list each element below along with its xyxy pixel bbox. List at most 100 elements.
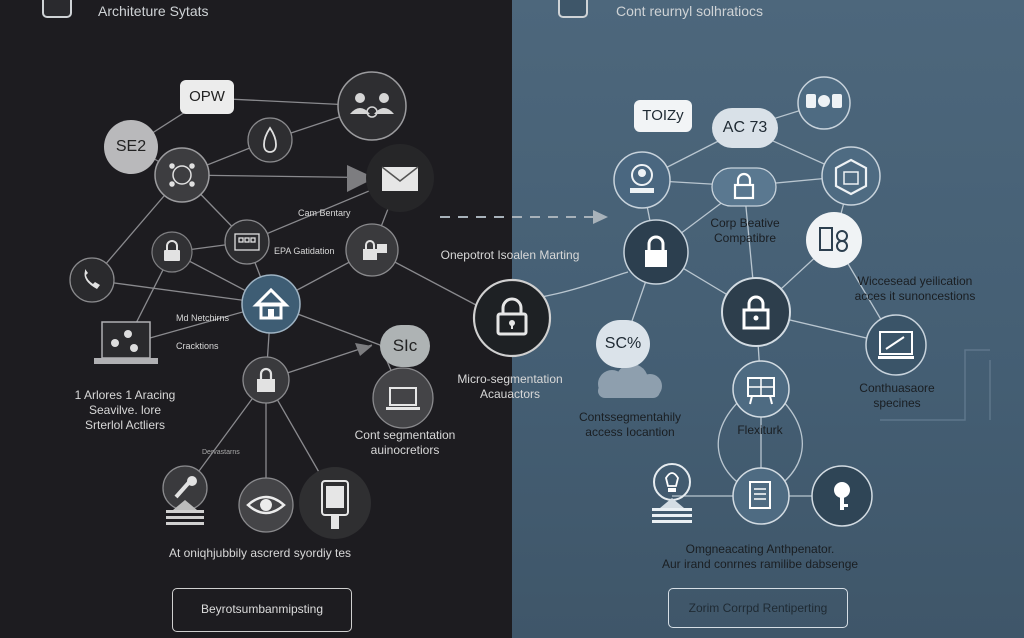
lock-icon (496, 297, 528, 336)
node-users[interactable] (337, 71, 407, 141)
left-title: Architeture Sytats (98, 3, 209, 19)
node-shield-users[interactable] (797, 76, 851, 130)
node-central-lock[interactable] (472, 278, 552, 358)
node-circuit[interactable] (224, 219, 270, 265)
label-cont-seg-1: Cont segmentation (354, 428, 456, 442)
label-cracktions: Cracktions (176, 341, 219, 351)
laptop-icon (94, 321, 158, 364)
label-epa-gatidation: EPA Gatidation (274, 246, 335, 256)
home-icon (252, 287, 290, 320)
badge-se2: SE2 (104, 120, 158, 174)
arrow-head-icon (593, 210, 608, 224)
node-shield[interactable] (821, 146, 881, 206)
label-contseg-1: Contssegmentahily (578, 410, 682, 424)
node-lock-c[interactable] (242, 356, 290, 404)
users-icon (350, 93, 394, 118)
node-lock-d[interactable] (623, 219, 689, 285)
tablet-icon (321, 480, 349, 529)
label-oms-2: Aur irand conrnes ramilibe dabsenge (661, 557, 859, 571)
label-corp-1: Corp Beative (710, 216, 780, 230)
node-mail[interactable] (366, 144, 434, 212)
node-tablet[interactable] (299, 467, 371, 539)
monitor-icon (878, 331, 914, 359)
node-laptop-a[interactable] (94, 321, 158, 364)
node-eye[interactable] (238, 477, 294, 533)
label-md-netchirns: Md Netchirns (176, 313, 230, 323)
laptop-icon (386, 387, 420, 410)
node-phone[interactable] (69, 257, 115, 303)
hub-icon (169, 163, 195, 187)
badge-opw: OPW (180, 80, 234, 114)
arrow-head-icon (355, 343, 372, 356)
label-flex: Flexiturk (737, 423, 783, 437)
platform-icon (166, 500, 204, 525)
label-contmu-1: Conthuasaore (859, 381, 935, 395)
node-laptop-b[interactable] (372, 367, 434, 429)
label-arlores-2: Seavilve. lore (88, 403, 162, 417)
label-wiced-2: acces it sunoncestions (854, 289, 976, 303)
node-network-hub[interactable] (154, 147, 210, 203)
node-lock-rect[interactable] (711, 167, 777, 207)
badge-sc: SC% (596, 320, 650, 368)
node-lock-a[interactable] (151, 231, 193, 273)
lock-icon (164, 240, 180, 261)
label-corp-2: Compatibre (713, 231, 777, 245)
label-cam-bentary: Cam Bentary (298, 208, 351, 218)
right-header-icon (558, 0, 588, 18)
node-drop[interactable] (247, 117, 293, 163)
drop-icon (263, 126, 277, 153)
lock-icon (645, 235, 667, 267)
left-action-button[interactable]: Beyrotsumbanmipsting (172, 588, 352, 632)
node-key-cloud[interactable] (811, 465, 873, 527)
label-small-dash: Dervastarns (202, 449, 240, 456)
node-user[interactable] (613, 151, 671, 209)
lock-icon (733, 172, 755, 200)
eye-icon (246, 495, 286, 515)
lock-icon (742, 295, 770, 330)
key-icon (834, 482, 850, 510)
center-label: Onepotrot Isoalen Marting (440, 248, 580, 262)
cloud-icon (598, 364, 662, 398)
node-server[interactable] (806, 212, 862, 268)
micro-seg-2: Acauactors (479, 387, 541, 401)
node-firewall[interactable] (732, 360, 790, 418)
shield-icon (834, 158, 868, 196)
lock-icon (363, 240, 387, 260)
micro-seg-1: Micro-segmentation (457, 372, 563, 386)
label-contmu-2: specines (873, 396, 921, 410)
corner-decor (880, 349, 991, 421)
platform-icon (652, 498, 692, 523)
label-contseg-2: access Iocantion (585, 425, 675, 439)
node-bug[interactable] (162, 465, 208, 525)
node-monitor[interactable] (865, 314, 927, 376)
badge-sic: SIc (380, 325, 430, 367)
users-icon (806, 94, 842, 108)
badge-toizy: TOIZy (634, 100, 692, 132)
right-title: Cont reurnyl solhratiocs (616, 3, 764, 19)
node-lock-e[interactable] (721, 277, 791, 347)
circuit-icon (234, 233, 260, 251)
right-action-button[interactable]: Zorim Corrpd Rentiperting (668, 588, 848, 628)
document-icon (749, 481, 771, 509)
mail-icon (381, 166, 419, 191)
lightbulb-icon (665, 472, 679, 492)
left-caption: At oniqhjubbily ascrerd syordiy tes (168, 546, 352, 560)
user-icon (630, 164, 654, 193)
bug-icon (174, 476, 197, 499)
label-cont-seg-2: auinocretiors (370, 443, 440, 457)
badge-ac73: AC 73 (712, 108, 778, 148)
label-arlores-3: Srterlol Actliers (84, 418, 166, 432)
label-arlores-1: 1 Arlores 1 Aracing (74, 388, 176, 402)
arrow-head-icon (347, 165, 375, 192)
firewall-icon (747, 377, 775, 405)
node-cloud[interactable] (598, 364, 662, 398)
node-home[interactable] (241, 274, 301, 334)
lock-icon (257, 367, 275, 392)
phone-icon (84, 269, 100, 289)
node-document[interactable] (732, 467, 790, 525)
label-oms-1: Omgneacating Anthpenator. (685, 542, 835, 556)
node-lightbulb[interactable] (652, 463, 692, 523)
left-header-icon (42, 0, 72, 18)
node-lock-b[interactable] (345, 223, 399, 277)
